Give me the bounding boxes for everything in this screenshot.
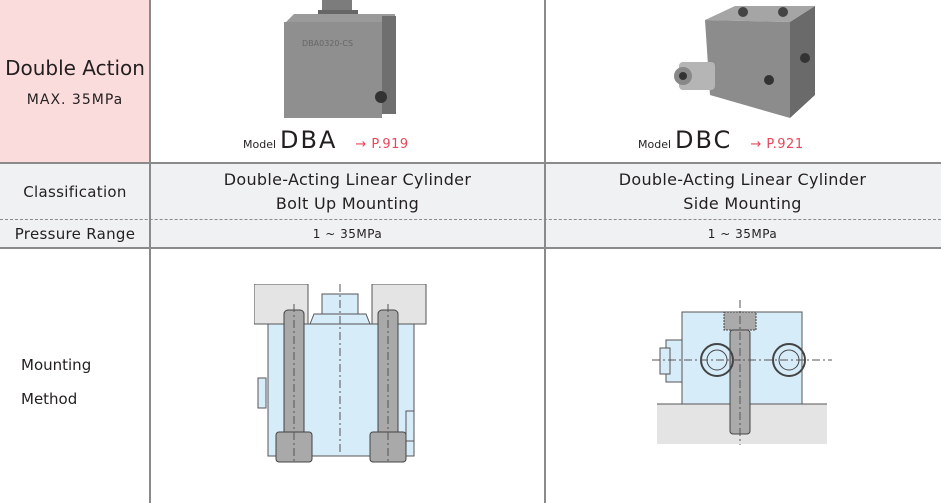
- dba-classification: Double-Acting Linear Cylinder Bolt Up Mo…: [150, 163, 545, 220]
- dba-product-photo: DBA0320-CS: [284, 0, 396, 118]
- classification-line: Bolt Up Mounting: [275, 193, 420, 213]
- label-line: Mounting: [21, 356, 92, 374]
- pressure-range-label: Pressure Range: [14, 225, 136, 243]
- dbc-pressure-range: 1 ~ 35MPa: [707, 227, 778, 241]
- dbc-mounting-diagram: [652, 300, 832, 445]
- row-divider: [0, 162, 941, 164]
- row-divider: [0, 247, 941, 249]
- row-divider-dashed: [0, 219, 941, 220]
- model-prefix: Model: [638, 138, 672, 151]
- dba-pressure-range: 1 ~ 35MPa: [312, 227, 383, 241]
- svg-text:DBA0320-CS: DBA0320-CS: [302, 39, 353, 48]
- model-code: DBC: [675, 126, 733, 154]
- model-prefix: Model: [243, 138, 277, 151]
- max-pressure: MAX. 35MPa: [26, 91, 124, 108]
- dba-mounting-diagram: [254, 284, 427, 464]
- page-link[interactable]: → P.921: [750, 137, 804, 152]
- column-divider: [544, 0, 546, 503]
- dbc-product-photo: [674, 6, 815, 118]
- dba-model-label: Model DBA → P.919: [243, 126, 409, 154]
- label-line: Method: [21, 390, 78, 408]
- category-name: Double Action: [5, 55, 145, 80]
- model-code: DBA: [280, 126, 338, 154]
- category-title: Double Action MAX. 35MPa: [0, 0, 150, 163]
- row-label-bg: [0, 163, 941, 249]
- header-label-cell: [0, 0, 150, 163]
- classification-line: Double-Acting Linear Cylinder: [223, 169, 472, 189]
- dbc-model-label: Model DBC → P.921: [638, 126, 804, 154]
- classification-label: Classification: [23, 182, 127, 201]
- mounting-method-label: Mounting Method: [21, 348, 91, 416]
- column-divider: [149, 0, 151, 503]
- classification-line: Double-Acting Linear Cylinder: [618, 169, 867, 189]
- classification-line: Side Mounting: [683, 193, 802, 213]
- page-link[interactable]: → P.919: [355, 137, 409, 152]
- dbc-classification: Double-Acting Linear Cylinder Side Mount…: [545, 163, 940, 220]
